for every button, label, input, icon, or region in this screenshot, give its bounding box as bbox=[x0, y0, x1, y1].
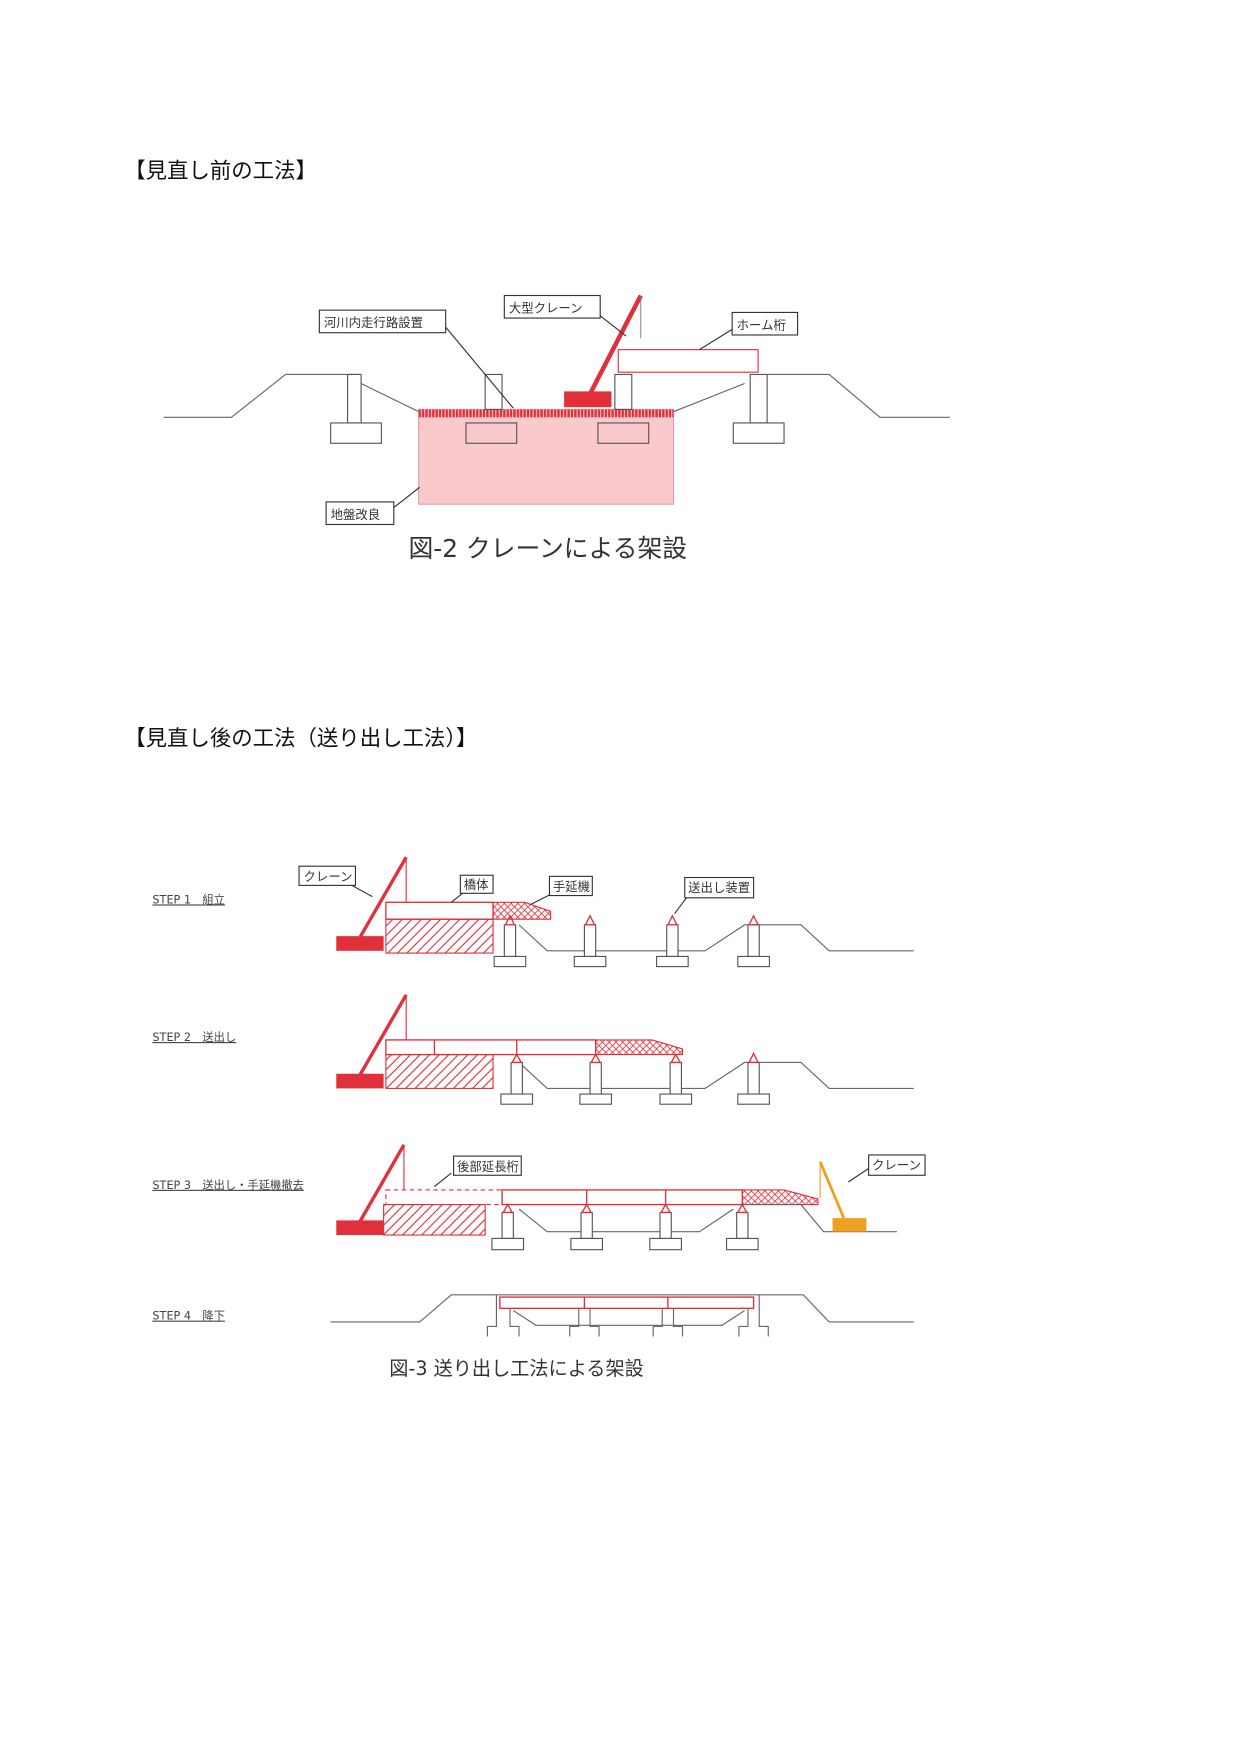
label-large-crane: 大型クレーン bbox=[509, 300, 583, 315]
label-bridge-body: 橋体 bbox=[464, 877, 489, 892]
platform-girder bbox=[617, 349, 759, 373]
label-river-road: 河川内走行路設置 bbox=[324, 315, 423, 330]
step-1-assembly: STEP 1 組立 クレーン bbox=[152, 856, 914, 968]
label-crane-right: クレーン bbox=[872, 1158, 921, 1173]
step-3-launching-nose-removal: STEP 3 送出し・手延機撤去 bbox=[152, 1143, 926, 1251]
step-4-label: STEP 4 降下 bbox=[152, 1309, 225, 1323]
step-3-label: STEP 3 送出し・手延機撤去 bbox=[152, 1178, 303, 1192]
label-crane: クレーン bbox=[304, 869, 353, 884]
river-road bbox=[418, 409, 674, 418]
section-heading-before: 【見直し前の工法】 bbox=[124, 159, 317, 184]
step-2-label: STEP 2 送出し bbox=[152, 1030, 236, 1044]
ground-improvement-area bbox=[418, 408, 675, 505]
figure-3-caption: 図-3 送り出し工法による架設 bbox=[389, 1357, 643, 1380]
orange-crane-icon bbox=[818, 1161, 867, 1232]
label-launching-nose: 手延機 bbox=[553, 879, 590, 894]
section-heading-after: 【見直し後の工法（送り出し工法）】 bbox=[124, 727, 477, 752]
label-rear-extension-girder: 後部延長桁 bbox=[457, 1159, 519, 1174]
label-launch-device: 送出し装置 bbox=[688, 880, 750, 895]
step-1-label: STEP 1 組立 bbox=[152, 892, 225, 906]
label-ground-improvement: 地盤改良 bbox=[331, 507, 381, 522]
figure-2-caption: 図-2 クレーンによる架設 bbox=[408, 534, 687, 563]
step-2-launching: STEP 2 送出し bbox=[152, 993, 914, 1105]
figure-3-launching-erection: STEP 1 組立 クレーン bbox=[152, 856, 926, 1380]
large-crane-icon bbox=[564, 294, 643, 408]
step-4-lowering: STEP 4 降下 bbox=[152, 1294, 914, 1337]
label-platform-girder: ホーム桁 bbox=[737, 317, 786, 332]
figure-2-crane-erection: 河川内走行路設置 大型クレーン ホーム桁 地盤改良 図-2 クレーンによる架設 bbox=[163, 294, 950, 563]
